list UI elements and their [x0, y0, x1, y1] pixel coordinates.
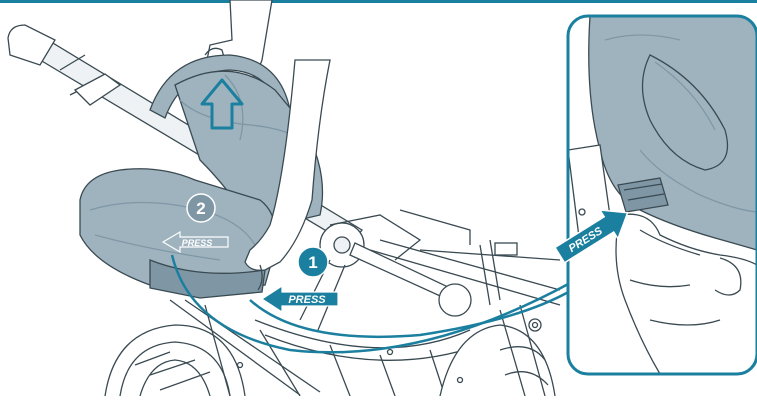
top-rule [0, 0, 757, 3]
step-2-badge: 2 [187, 194, 215, 222]
step-2-number: 2 [196, 199, 205, 218]
press-label-2: PRESS [182, 238, 213, 248]
press-label-1: PRESS [288, 294, 326, 306]
step-1-badge: 1 [298, 247, 328, 277]
step-1-number: 1 [308, 253, 317, 272]
detail-inset [568, 16, 757, 374]
